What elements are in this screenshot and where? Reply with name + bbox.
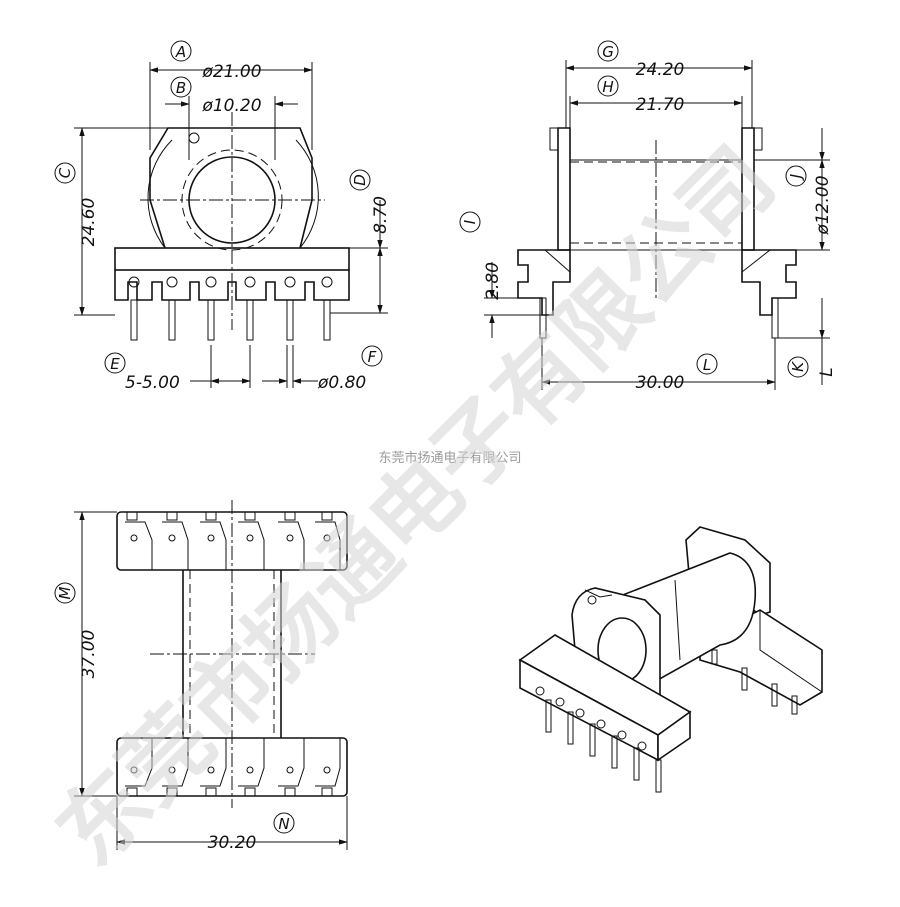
dim-m-value: 37.00 — [79, 630, 99, 679]
label-n-circle — [273, 812, 295, 834]
front-pins — [130, 299, 331, 341]
side-view: G 24.20 H 21.70 J ø12.00 I 2.80 K L — [459, 40, 837, 393]
watermark-small: 东莞市扬通电子有限公司 — [378, 450, 521, 466]
label-m: M — [56, 586, 74, 599]
label-i-circle — [459, 211, 481, 233]
front-flange-outline — [149, 127, 313, 249]
label-j: J — [787, 174, 805, 181]
front-view: A ø21.00 B ø10.20 C 24.60 D 8.70 E 5-5.0… — [54, 40, 391, 393]
dim-i-value: 2.80 — [483, 262, 503, 300]
side-flange-left-tab — [549, 127, 559, 151]
label-l-circle — [696, 353, 718, 375]
dim-a-value: ø21.00 — [201, 62, 261, 82]
front-pin-bosses — [128, 276, 333, 288]
label-k: K — [789, 361, 807, 372]
label-c-circle — [54, 162, 76, 184]
label-l-text: L — [817, 367, 837, 376]
dim-b-value: ø10.20 — [201, 96, 261, 116]
iso-front-bosses — [535, 686, 647, 751]
label-b-circle — [170, 76, 192, 98]
iso-rear-base-edge — [759, 610, 823, 693]
side-flange-left — [557, 127, 571, 251]
isometric-view — [518, 526, 823, 793]
label-e-circle — [104, 352, 126, 374]
iso-cylinder-seam — [674, 579, 681, 661]
label-i: I — [461, 219, 479, 224]
label-d-circle — [349, 169, 371, 191]
label-e: E — [110, 355, 120, 373]
label-j-circle — [785, 165, 807, 187]
label-m-circle — [54, 582, 76, 604]
top-rail-lower-details — [125, 738, 341, 797]
label-k-circle — [787, 356, 809, 378]
label-g-circle — [597, 40, 619, 62]
dim-d-value: 8.70 — [371, 196, 391, 234]
dim-j-value: ø12.00 — [813, 175, 833, 235]
dim-l-value: 30.00 — [636, 373, 685, 393]
top-rail-upper-details — [125, 511, 341, 570]
side-base-right-chamfer — [741, 249, 771, 273]
front-base-top — [114, 247, 350, 271]
label-c: C — [56, 167, 74, 178]
label-n: N — [278, 815, 289, 833]
dim-c-value: 24.60 — [79, 198, 99, 247]
side-base-right — [741, 249, 797, 316]
side-flange-right-tab — [753, 127, 763, 151]
front-pin1-marker — [188, 132, 200, 144]
top-view: M 37.00 30.20 N — [54, 500, 348, 853]
dim-f-value: ø0.80 — [317, 373, 366, 393]
side-pin-left — [539, 297, 547, 339]
label-g: G — [602, 43, 614, 61]
iso-front-base-end — [657, 710, 691, 762]
front-flange-arc — [147, 139, 173, 249]
label-l: L — [703, 356, 711, 374]
dim-n-value: 30.20 — [208, 833, 257, 853]
label-d: D — [351, 174, 369, 186]
label-f: F — [368, 348, 377, 366]
side-base-left-chamfer — [544, 249, 571, 273]
iso-front-pins — [545, 699, 662, 793]
dim-e-value: 5-5.00 — [125, 373, 180, 393]
front-flange-arc-right — [295, 139, 319, 249]
label-h: H — [602, 78, 613, 96]
label-a: A — [175, 43, 186, 61]
dim-h-value: 21.70 — [636, 95, 685, 115]
iso-pin1-marker — [587, 595, 597, 605]
label-b: B — [176, 79, 186, 97]
label-h-circle — [597, 75, 619, 97]
label-a-circle — [170, 40, 192, 62]
iso-rear-pins — [711, 649, 798, 715]
iso-front-flange-top — [584, 589, 613, 598]
dim-g-value: 24.20 — [636, 60, 685, 80]
side-pin-right — [771, 297, 779, 339]
label-f-circle — [361, 345, 383, 367]
watermark-large: 东莞市扬通电子有限公司 — [37, 128, 794, 885]
